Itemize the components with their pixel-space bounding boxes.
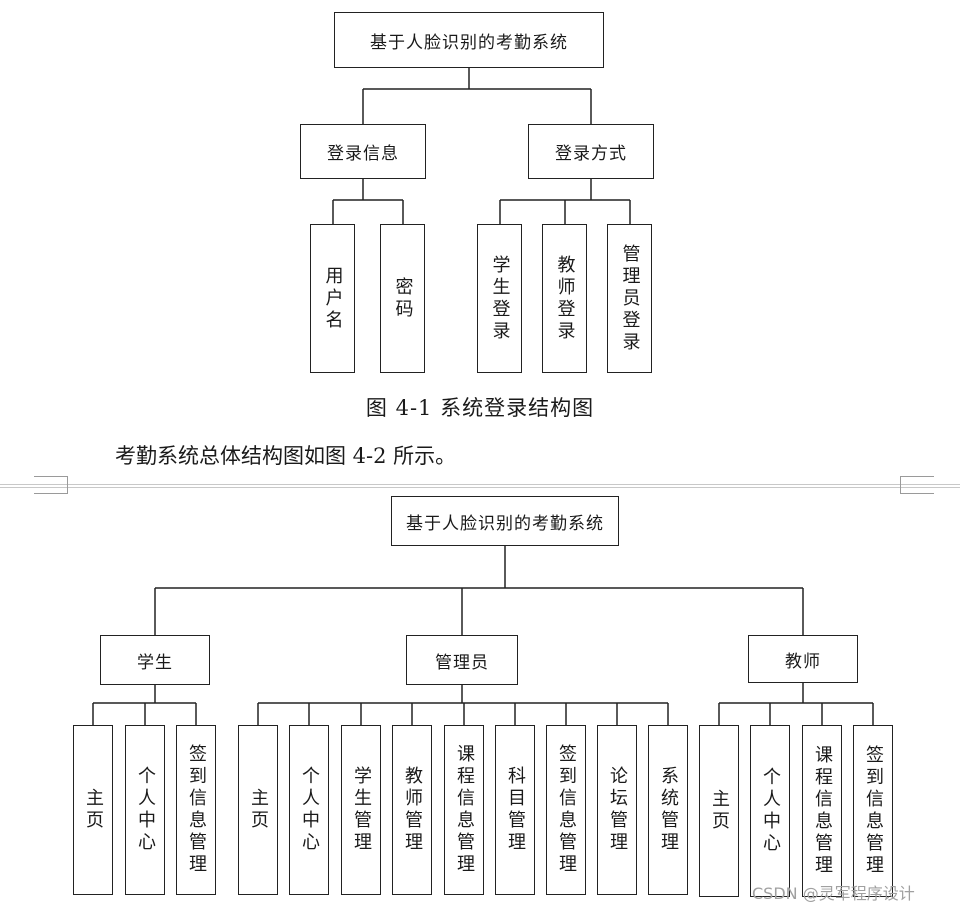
diagram2-student-leaf-profile: 个人中心 bbox=[125, 725, 165, 895]
diagram2-admin-leaf-teacher-mgmt: 教师管理 bbox=[392, 725, 432, 895]
diagram2-teacher-leaf-attendance: 签到信息管理 bbox=[853, 725, 893, 897]
diagram1-leaf-username: 用户名 bbox=[310, 224, 355, 373]
diagram2-group-student: 学生 bbox=[100, 635, 210, 685]
diagram2-root-node: 基于人脸识别的考勤系统 bbox=[391, 496, 619, 546]
diagram1-group-login-method: 登录方式 bbox=[528, 124, 654, 179]
diagram2-admin-leaf-attendance: 签到信息管理 bbox=[546, 725, 586, 895]
diagram1-root-node: 基于人脸识别的考勤系统 bbox=[334, 12, 604, 68]
diagram2-admin-leaf-system-mgmt: 系统管理 bbox=[648, 725, 688, 895]
diagram2-admin-leaf-subject-mgmt: 科目管理 bbox=[495, 725, 535, 895]
diagram1-leaf-student-login: 学生登录 bbox=[477, 224, 522, 373]
page-separator bbox=[0, 484, 960, 488]
diagram2-admin-leaf-home: 主页 bbox=[238, 725, 278, 895]
page-marker-left bbox=[34, 476, 68, 494]
diagram2-teacher-leaf-course-mgmt: 课程信息管理 bbox=[802, 725, 842, 897]
diagram2-admin-leaf-profile: 个人中心 bbox=[289, 725, 329, 895]
diagram2-student-leaf-home: 主页 bbox=[73, 725, 113, 895]
diagram2-group-admin: 管理员 bbox=[406, 635, 518, 685]
diagram1-leaf-teacher-login: 教师登录 bbox=[542, 224, 587, 373]
diagram2-teacher-leaf-home: 主页 bbox=[699, 725, 739, 897]
page-marker-right bbox=[900, 476, 934, 494]
diagram1-leaf-admin-login: 管理员登录 bbox=[607, 224, 652, 373]
diagram2-admin-leaf-course-mgmt: 课程信息管理 bbox=[444, 725, 484, 895]
diagram2-teacher-leaf-profile: 个人中心 bbox=[750, 725, 790, 897]
diagram2-group-teacher: 教师 bbox=[748, 635, 858, 683]
diagram2-admin-leaf-forum-mgmt: 论坛管理 bbox=[597, 725, 637, 895]
body-paragraph: 考勤系统总体结构图如图 4-2 所示。 bbox=[115, 444, 457, 468]
diagram2-student-leaf-attendance: 签到信息管理 bbox=[176, 725, 216, 895]
diagram1-leaf-password: 密码 bbox=[380, 224, 425, 373]
diagram1-group-login-info: 登录信息 bbox=[300, 124, 426, 179]
csdn-watermark: CSDN @灵军程序设计 bbox=[752, 884, 915, 903]
diagram1-caption: 图 4-1 系统登录结构图 bbox=[365, 396, 595, 420]
diagram2-admin-leaf-student-mgmt: 学生管理 bbox=[341, 725, 381, 895]
